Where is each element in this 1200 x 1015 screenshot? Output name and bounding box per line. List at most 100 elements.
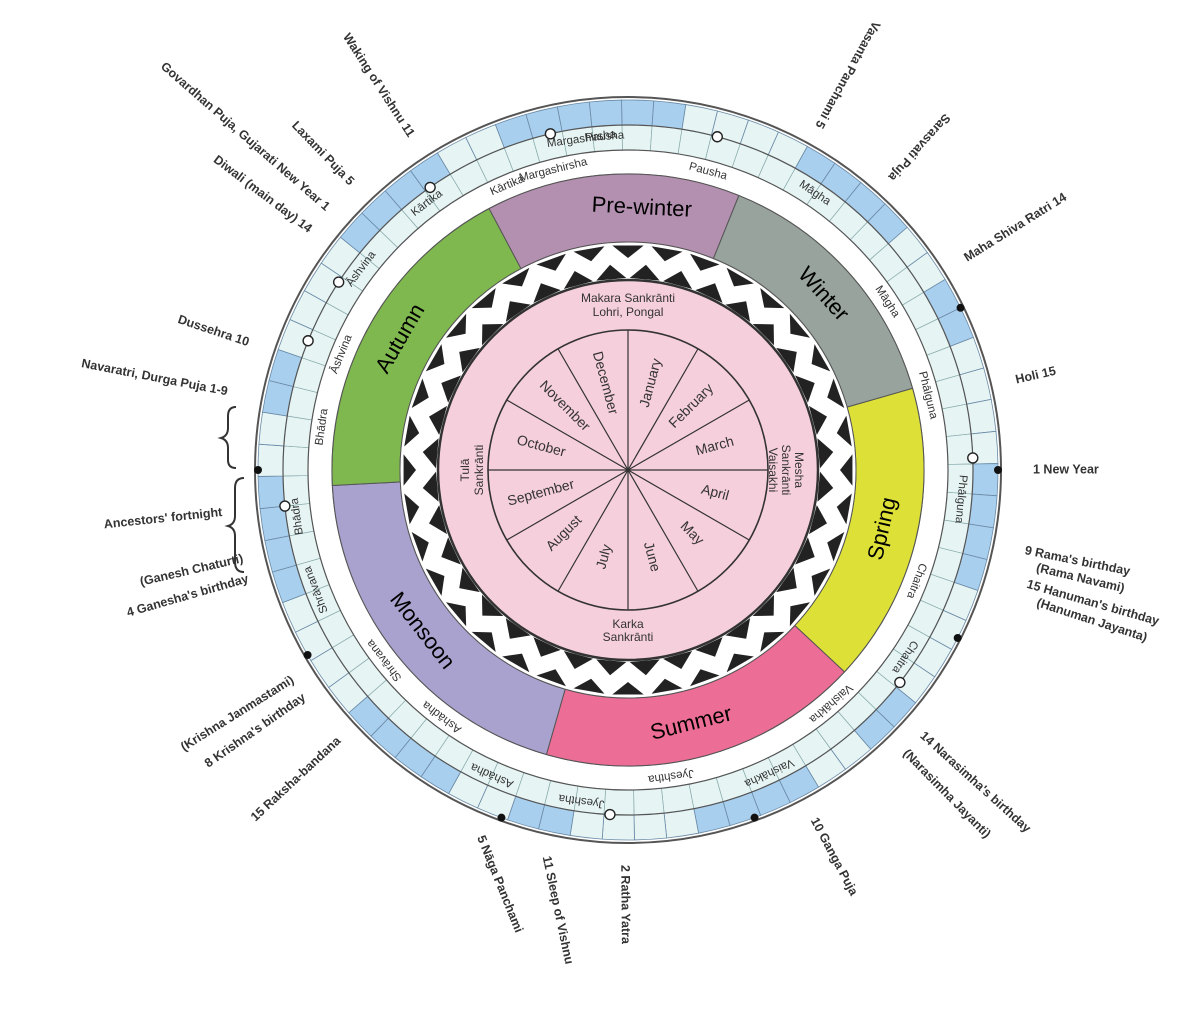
festival-sarasvati: Sarasvati Puja <box>885 111 953 185</box>
festival-new-year: 1 New Year <box>1033 462 1099 476</box>
outer-triangle <box>502 267 530 287</box>
band-divider <box>282 124 974 816</box>
outer-triangle <box>690 253 720 271</box>
festival-waking: Waking of Vishnu 11 <box>340 31 418 140</box>
lunar-label-phalguna-b: Phālguna <box>953 474 969 524</box>
season-label-pre-winter: Pre-winter <box>591 192 692 222</box>
inner-band-cell <box>633 787 665 816</box>
outer-triangle <box>573 678 605 694</box>
outer-triangle <box>726 653 754 673</box>
new-moon-marker <box>967 452 979 464</box>
full-moon-marker <box>953 633 962 642</box>
inner-band-cell <box>661 783 695 814</box>
sankranti-tula-2: Sankrānti <box>472 445 486 496</box>
month-april: April <box>700 481 731 504</box>
inner-disk <box>436 278 820 662</box>
inner-triangle <box>459 347 480 373</box>
inner-triangle <box>482 594 504 616</box>
new-moon-marker <box>604 808 616 821</box>
festival-ancestors: Ancestors' fortnight <box>103 505 224 531</box>
outer-triangle <box>445 602 467 627</box>
new-moon-marker <box>302 335 314 347</box>
outer-triangle <box>425 344 445 372</box>
new-moon-marker <box>424 181 436 194</box>
outer-band-cell <box>651 100 687 130</box>
inner-triangle <box>429 504 448 535</box>
outer-triangle <box>404 415 420 447</box>
inner-triangle <box>441 537 461 565</box>
inner-triangle <box>725 618 751 639</box>
outer-band-cell <box>257 443 285 477</box>
month-spoke <box>557 469 629 592</box>
outer-band-cell <box>621 99 655 127</box>
inner-band-cell <box>282 445 310 477</box>
inner-triangle <box>752 324 774 346</box>
inner-triangle <box>596 264 627 281</box>
outer-band-cell <box>258 411 288 447</box>
full-moon-marker <box>497 813 506 822</box>
inner-band-cell <box>649 125 683 155</box>
outer-triangle <box>612 682 644 695</box>
festival-sleep: 11 Sleep of Vishnu <box>540 855 577 966</box>
outer-triangle <box>760 631 785 653</box>
inner-band-cell <box>621 124 653 152</box>
outer-triangle <box>827 532 845 562</box>
outer-triangle <box>411 532 429 562</box>
month-spoke <box>627 348 699 471</box>
inner-triangle <box>662 650 693 669</box>
month-spoke <box>627 469 750 541</box>
festival-ganga: 10 Ganga Puja <box>808 815 861 899</box>
new-moon-marker <box>544 128 557 140</box>
new-moon-marker <box>279 500 291 512</box>
outer-triangle <box>726 267 754 287</box>
outer-triangle <box>789 313 811 338</box>
outer-triangle <box>840 454 853 486</box>
inner-triangle <box>808 504 827 535</box>
month-june: June <box>641 540 664 574</box>
outer-triangle <box>471 631 496 653</box>
outer-triangle <box>651 678 683 694</box>
braces <box>217 406 245 573</box>
outer-band-cell <box>968 493 998 529</box>
festival-dussehra: Dussehra 10 <box>176 312 251 349</box>
outer-triangle <box>612 245 644 258</box>
month-spoke <box>506 469 629 541</box>
outer-triangle <box>445 313 467 338</box>
month-spoke <box>506 399 629 471</box>
inner-triangle <box>422 471 439 502</box>
new-moon-marker <box>332 276 345 288</box>
outer-triangle <box>502 653 530 673</box>
outer-triangle <box>760 287 785 309</box>
outer-triangle <box>411 378 429 408</box>
sankranti-karka-1: Karka <box>612 617 644 631</box>
outer-triangle <box>573 246 605 262</box>
full-moon-marker <box>994 466 1002 474</box>
outer-band-cell <box>588 99 623 128</box>
inner-triangle <box>459 567 480 593</box>
inner-triangle <box>795 537 815 565</box>
outer-triangle <box>690 669 720 687</box>
inner-band-cell <box>283 415 313 449</box>
inner-triangle <box>533 637 561 657</box>
outer-triangle <box>789 602 811 627</box>
brace-navaratri <box>217 406 237 469</box>
sankranti-karka-2: Sankrānti <box>603 630 654 644</box>
outer-triangle <box>651 246 683 262</box>
lunar-label-bhadra-b: Bhādra <box>314 407 331 446</box>
month-spoke <box>557 348 629 471</box>
festival-shiva-ratri: Maha Shiva Ratri 14 <box>961 190 1069 264</box>
festival-raksha: 15 Raksha-bandana <box>248 733 344 824</box>
outer-band-cell <box>633 812 668 841</box>
lunar-label-pausha-a: Pausha <box>585 129 625 144</box>
inner-triangle <box>808 405 827 436</box>
festival-ratha: 2 Ratha Yatra <box>618 865 633 945</box>
full-moon-marker <box>303 651 312 659</box>
outer-triangle <box>811 344 831 372</box>
inner-triangle <box>505 301 531 322</box>
inner-triangle <box>533 283 561 303</box>
month-spoke <box>627 399 750 471</box>
outer-triangle <box>404 493 420 525</box>
outer-triangle <box>536 253 566 271</box>
